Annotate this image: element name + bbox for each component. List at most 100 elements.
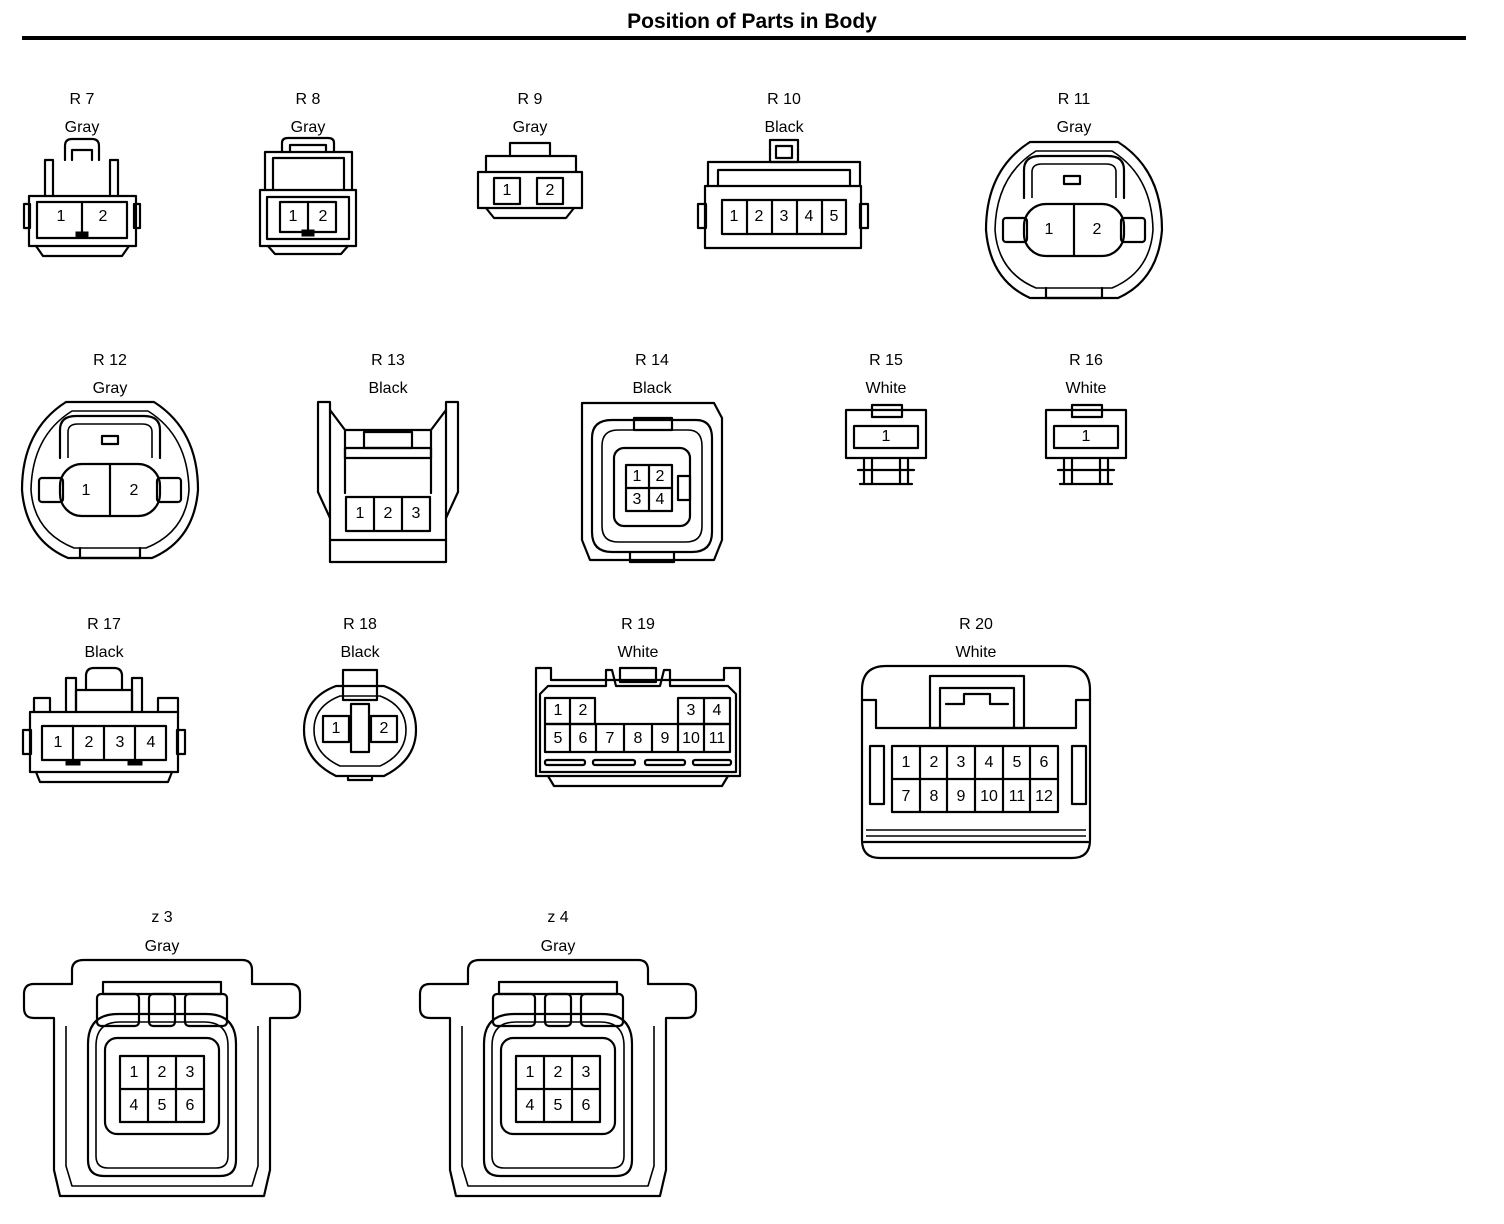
pin-label: 1 <box>130 1064 139 1081</box>
connector-color: Gray <box>145 938 180 955</box>
connector-id: R 18 <box>343 616 377 633</box>
connector-r12: R 12 Gray 1 2 <box>20 352 200 560</box>
pin-label: 3 <box>412 505 421 522</box>
pin-label: 4 <box>713 702 722 719</box>
pin-label: 1 <box>902 754 911 771</box>
pin-label: 10 <box>682 730 700 747</box>
connector-id: z 3 <box>151 909 172 926</box>
pin-label: 1 <box>882 428 891 445</box>
connector-color: Gray <box>513 119 548 136</box>
pin-label: 6 <box>1040 754 1049 771</box>
title-rule <box>22 36 1466 40</box>
connector-id: R 12 <box>93 352 127 369</box>
pin-label: 1 <box>289 208 298 225</box>
connector-id: R 20 <box>959 616 993 633</box>
connector-r17: R 17 Black 1 2 3 4 <box>21 616 187 784</box>
pin-label: 7 <box>606 730 615 747</box>
pin-label: 4 <box>805 208 814 225</box>
pin-label: 4 <box>985 754 994 771</box>
connector-id: R 16 <box>1069 352 1103 369</box>
pin-label: 2 <box>755 208 764 225</box>
connector-color: White <box>866 380 907 397</box>
pin-label: 3 <box>780 208 789 225</box>
pin-label: 2 <box>579 702 588 719</box>
pin-label: 1 <box>54 734 63 751</box>
connector-r19: R 19 White 1 2 3 4 5 6 7 8 9 10 11 <box>534 616 742 788</box>
pin-label: 2 <box>319 208 328 225</box>
connector-r16: R 16 White 1 <box>1044 352 1128 486</box>
connector-r18: R 18 Black 1 2 <box>302 616 418 782</box>
connector-color: Gray <box>93 380 128 397</box>
pin-label: 1 <box>356 505 365 522</box>
pin-label: 3 <box>186 1064 195 1081</box>
pin-label: 3 <box>116 734 125 751</box>
connector-color: Black <box>632 380 672 397</box>
pin-label: 4 <box>147 734 156 751</box>
connector-z4: z 4 Gray 1 2 3 4 5 6 <box>418 909 698 1198</box>
connector-id: R 8 <box>296 91 321 108</box>
pin-label: 1 <box>554 702 563 719</box>
connector-id: R 9 <box>518 91 543 108</box>
pin-label: 2 <box>656 468 665 485</box>
pin-label: 7 <box>902 788 911 805</box>
pin-label: 6 <box>186 1097 195 1114</box>
pin-label: 5 <box>1013 754 1022 771</box>
pin-label: 2 <box>130 482 139 499</box>
pin-label: 5 <box>554 1097 563 1114</box>
connector-color: Gray <box>541 938 576 955</box>
pin-label: 2 <box>85 734 94 751</box>
pin-label: 4 <box>656 491 665 508</box>
connector-id: R 14 <box>635 352 669 369</box>
pin-label: 1 <box>332 720 341 737</box>
connector-color: Black <box>84 644 124 661</box>
pin-label: 1 <box>526 1064 535 1081</box>
pin-label: 2 <box>930 754 939 771</box>
pin-label: 11 <box>709 730 726 747</box>
pin-label: 2 <box>99 208 108 225</box>
connector-r8: R 8 Gray 1 2 <box>258 91 358 256</box>
pin-label: 11 <box>1009 788 1026 805</box>
connector-color: White <box>956 644 997 661</box>
connector-r7: R 7 Gray 1 2 <box>22 91 142 258</box>
connector-color: Gray <box>65 119 100 136</box>
pin-label: 8 <box>634 730 643 747</box>
connector-z3: z 3 Gray 1 2 3 4 5 6 <box>22 909 302 1198</box>
connector-r20: R 20 White 1 2 3 4 5 6 7 8 9 10 11 12 <box>860 616 1092 860</box>
pin-label: 9 <box>957 788 966 805</box>
pin-label: 9 <box>661 730 670 747</box>
pin-label: 3 <box>957 754 966 771</box>
connector-id: R 19 <box>621 616 655 633</box>
pin-label: 1 <box>57 208 66 225</box>
connector-id: R 10 <box>767 91 801 108</box>
pin-label: 3 <box>582 1064 591 1081</box>
page-title: Position of Parts in Body <box>627 10 877 33</box>
pin-label: 6 <box>579 730 588 747</box>
pin-label: 2 <box>546 182 555 199</box>
pin-label: 3 <box>687 702 696 719</box>
pin-label: 4 <box>130 1097 139 1114</box>
pin-label: 3 <box>633 491 642 508</box>
connector-r13: R 13 Black 1 2 3 <box>316 352 460 564</box>
pin-label: 2 <box>380 720 389 737</box>
pin-label: 6 <box>582 1097 591 1114</box>
connector-color: White <box>1066 380 1107 397</box>
connector-id: z 4 <box>547 909 568 926</box>
connector-r14: R 14 Black 1 2 3 4 <box>580 352 724 564</box>
pin-label: 1 <box>730 208 739 225</box>
connector-id: R 17 <box>87 616 121 633</box>
connector-id: R 13 <box>371 352 405 369</box>
pin-label: 5 <box>830 208 839 225</box>
pin-label: 2 <box>158 1064 167 1081</box>
pin-label: 1 <box>82 482 91 499</box>
pin-label: 10 <box>980 788 998 805</box>
connector-color: Black <box>764 119 804 136</box>
pin-label: 12 <box>1035 788 1053 805</box>
pin-label: 4 <box>526 1097 535 1114</box>
connector-r15: R 15 White 1 <box>844 352 928 486</box>
connector-r9: R 9 Gray 1 2 <box>476 91 584 220</box>
pin-label: 1 <box>1082 428 1091 445</box>
connector-color: Gray <box>1057 119 1092 136</box>
connector-color: Black <box>340 644 380 661</box>
connector-id: R 15 <box>869 352 903 369</box>
